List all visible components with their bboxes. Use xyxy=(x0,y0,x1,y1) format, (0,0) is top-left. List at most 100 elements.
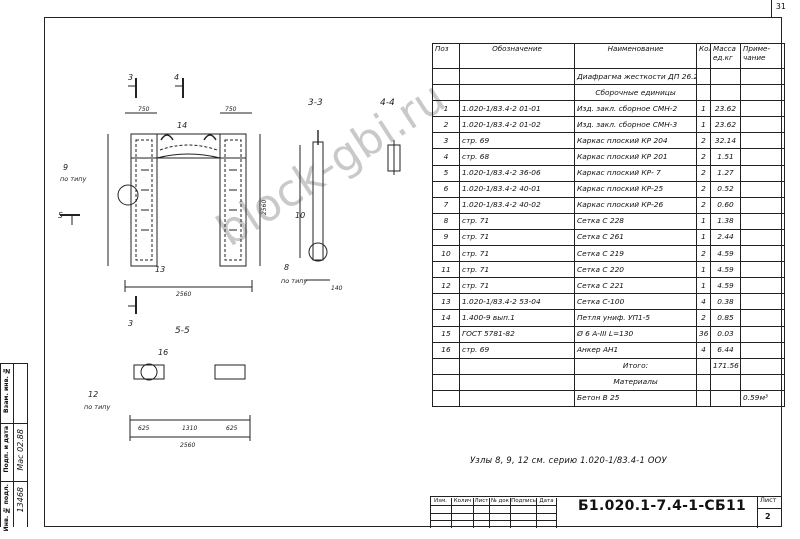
cell-qty: 1 xyxy=(696,116,711,134)
cell-mass: 0.60 xyxy=(710,196,741,214)
header-pos: Поз xyxy=(432,43,460,69)
cell-pos: 10 xyxy=(432,245,460,263)
cell-note xyxy=(740,132,785,150)
note-text: Узлы 8, 9, 12 см. серию 1.020-1/83.4-1 О… xyxy=(470,455,667,465)
cell-designation: ГОСТ 5781-82 xyxy=(459,325,575,343)
sheet-number: 2 xyxy=(765,512,771,521)
cell-qty: 2 xyxy=(696,180,711,198)
cell-name: Петля униф. УП1-5 xyxy=(574,309,697,327)
cell-mass: 4.59 xyxy=(710,261,741,279)
side-label-vzam: Взам. инв. № xyxy=(3,367,10,414)
cell-name: Сетка С 228 xyxy=(574,212,697,230)
header-mass: Масса ед.кг xyxy=(710,43,741,69)
dim-top-left: 750 xyxy=(138,106,150,113)
section-label-4-4: 4-4 xyxy=(380,98,395,108)
tb-col-izm: Изм. xyxy=(430,498,452,528)
cell-qty: 1 xyxy=(696,277,711,295)
cell-designation: стр. 71 xyxy=(459,277,575,295)
cell-qty: 1 xyxy=(696,228,711,247)
tb-col-ndok: № док xyxy=(490,498,511,528)
total-label: Итого: xyxy=(574,357,697,375)
cell-pos: 2 xyxy=(432,116,460,134)
side-label-inv: Инв. № подл. xyxy=(3,484,10,532)
callout-9-label: 9 xyxy=(63,163,68,172)
tb-col-podpis: Подпись xyxy=(511,498,537,528)
cell-designation: 1.020-1/83.4-2 53-04 xyxy=(459,293,575,311)
page-number-divider xyxy=(771,0,772,18)
cell-pos: 9 xyxy=(432,228,460,247)
cell-pos: 11 xyxy=(432,261,460,279)
table-row-total: Итого: 171.56 xyxy=(432,357,785,375)
cell-name: Каркас плоский КР 204 xyxy=(574,132,697,150)
cut-label-3-bottom: 3 xyxy=(128,319,133,328)
cell-qty: 2 xyxy=(696,148,711,166)
tb-col-list: Лист xyxy=(474,498,490,528)
cell-qty: 2 xyxy=(696,196,711,214)
pos-16-label: 16 xyxy=(158,348,168,357)
cell-pos: 12 xyxy=(432,277,460,295)
side-stamp-value-col xyxy=(14,363,28,527)
cell-mass: 0.85 xyxy=(710,309,741,327)
cell-qty: 36 xyxy=(696,325,711,343)
cell-designation: 1.020-1/83.4-2 36-06 xyxy=(459,164,575,182)
cell-qty: 2 xyxy=(696,245,711,263)
cell-note xyxy=(740,293,785,311)
cell-mass: 23.62 xyxy=(710,116,741,134)
pos-10-label: 10 xyxy=(295,211,305,220)
cell-designation: 1.020-1/83.4-2 40-02 xyxy=(459,196,575,214)
callout-9-po-tipu: по типу xyxy=(60,175,87,183)
cell-designation: стр. 69 xyxy=(459,341,575,359)
cell-note xyxy=(740,261,785,279)
header-name: Наименование xyxy=(574,43,697,69)
cell-mass: 6.44 xyxy=(710,341,741,359)
table-header-row: Поз Обозначение Наименование Кол Масса е… xyxy=(432,43,785,69)
cell-qty: 2 xyxy=(696,132,711,150)
cell-mass: 1.38 xyxy=(710,212,741,230)
callout-12-po-tipu: по типу xyxy=(84,403,111,411)
cell-mass: 0.52 xyxy=(710,180,741,198)
left-leg-outline xyxy=(130,133,158,267)
cell-name: Анкер АН1 xyxy=(574,341,697,359)
dim-55-left: 625 xyxy=(138,425,150,432)
pos-14-label: 14 xyxy=(177,121,187,130)
cell-designation: стр. 71 xyxy=(459,228,575,247)
cell-name: Каркас плоский КР- 7 xyxy=(574,164,697,182)
cell-name: Сетка С 219 xyxy=(574,245,697,263)
cell-designation: стр. 71 xyxy=(459,245,575,263)
cell-note xyxy=(740,100,785,118)
cell-pos: 15 xyxy=(432,325,460,343)
cell-pos: 7 xyxy=(432,196,460,214)
cell-note xyxy=(740,148,785,166)
cell-mass: 23.62 xyxy=(710,100,741,118)
side-sign-value: Мас 02.88 xyxy=(16,429,25,471)
cell-designation: стр. 69 xyxy=(459,132,575,150)
top-beam-outline xyxy=(130,133,247,159)
subsection-materials: Материалы xyxy=(574,373,697,391)
material-name: Бетон В 25 xyxy=(574,389,697,407)
cell-pos: 16 xyxy=(432,341,460,359)
dim-top-right: 750 xyxy=(225,106,237,113)
sheet-label: Лист xyxy=(760,496,777,504)
cell-pos: 4 xyxy=(432,148,460,166)
section-label-5-5: 5-5 xyxy=(175,326,190,336)
callout-12-label: 12 xyxy=(88,390,98,399)
cell-name: Каркас плоский КР-25 xyxy=(574,180,697,198)
callout-8-po-tipu: по типу xyxy=(281,277,308,285)
total-mass: 171.56 xyxy=(710,357,741,375)
cell-qty: 1 xyxy=(696,212,711,230)
table-row: Сборочные единицы xyxy=(432,84,785,102)
header-qty: Кол xyxy=(696,43,711,69)
cell-name: Сетка С 220 xyxy=(574,261,697,279)
section-title: Диафрагма жесткости ДП 26.26 xyxy=(574,67,697,86)
cell-designation: 1.020-1/83.4-2 01-01 xyxy=(459,100,575,118)
cell-mass: 0.03 xyxy=(710,325,741,343)
